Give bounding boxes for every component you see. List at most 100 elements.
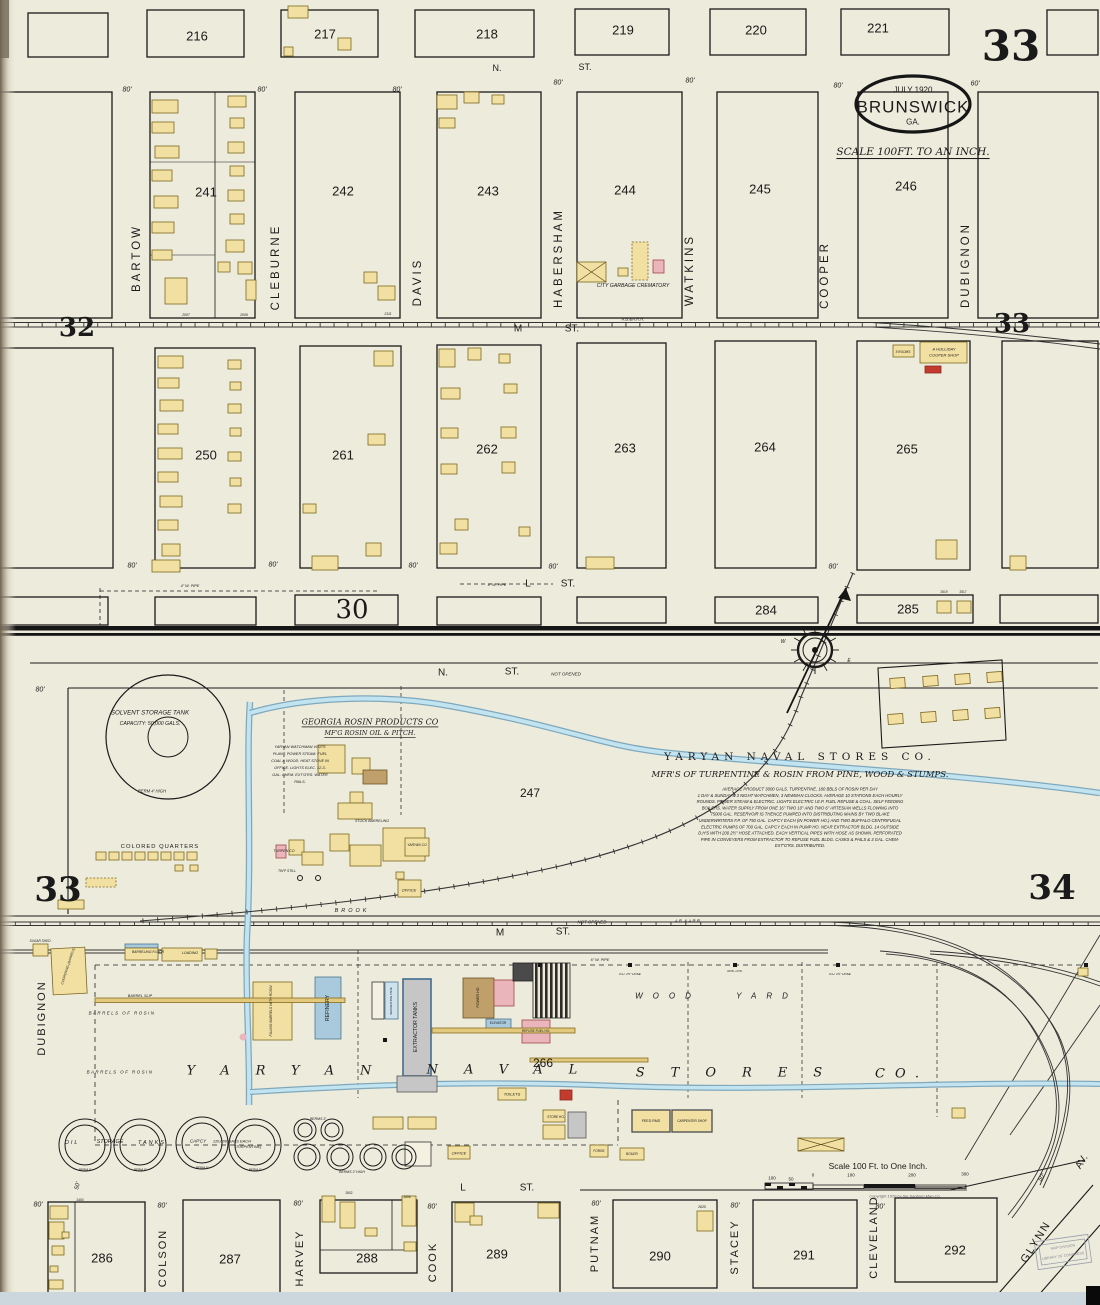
building xyxy=(696,1210,714,1232)
copyright: Copyright 1920 by the Sanborn Map Co. xyxy=(869,1194,941,1199)
map-label: NOT OPENED xyxy=(577,920,607,925)
tank-circle xyxy=(320,1118,344,1142)
city-block xyxy=(0,347,114,569)
map-label: ROUNDS. POWER STEAM & ELECTRIC. LIGHTS E… xyxy=(697,799,905,804)
map-label: 80' xyxy=(293,1201,303,1208)
building xyxy=(48,1279,64,1290)
compass-needle-arrow xyxy=(838,588,851,601)
building xyxy=(407,1116,437,1130)
map-label: BARRELS OF ROSIN xyxy=(89,1011,156,1016)
map-label: (TURPENTINE) xyxy=(235,1145,263,1149)
building-brace xyxy=(797,1137,845,1152)
map-line xyxy=(949,1159,1086,1191)
map-label: L xyxy=(460,1183,466,1194)
block-284: 284 xyxy=(755,603,777,618)
map-line xyxy=(992,1184,1094,1301)
poi-holliday: A HOLLIDAY xyxy=(931,347,955,352)
tank-circle xyxy=(175,1116,229,1170)
map-label: CARPENTER SHOP xyxy=(677,1119,707,1123)
map-label: STORAGE xyxy=(97,1139,124,1145)
rail-curve xyxy=(871,322,1100,345)
map-label: 80' xyxy=(122,87,132,94)
building xyxy=(61,1231,70,1239)
map-label: MF'G ROSIN OIL & PITCH. xyxy=(323,729,415,737)
city-block xyxy=(752,1199,858,1289)
building xyxy=(619,1147,645,1161)
building xyxy=(229,427,242,437)
solvent-tank-inner xyxy=(147,716,189,758)
building xyxy=(229,381,242,391)
map-label: BOILERS. WATER SUPPLY FROM ONE 16" TWO 1… xyxy=(702,805,899,810)
map-label: BARRELS OF ROSIN xyxy=(87,1070,154,1075)
creek xyxy=(244,701,252,1106)
building xyxy=(935,539,958,560)
building xyxy=(159,495,183,508)
map-label: 2606 xyxy=(403,1195,410,1199)
building xyxy=(329,833,350,852)
tank-circle xyxy=(324,1122,340,1138)
building xyxy=(518,526,531,537)
street-davis: DAVIS xyxy=(412,258,424,307)
city-block xyxy=(977,91,1099,319)
building xyxy=(48,1221,65,1240)
building xyxy=(225,239,245,253)
building xyxy=(503,383,518,394)
tank-circle xyxy=(113,1118,167,1172)
sheet-number: 33 xyxy=(982,22,1040,71)
city-block xyxy=(0,596,109,626)
building xyxy=(512,962,535,982)
building xyxy=(229,213,245,225)
building xyxy=(887,713,904,725)
map-mark xyxy=(915,1186,966,1188)
building xyxy=(275,844,287,859)
map-label: 4" W. PIPE xyxy=(181,584,200,588)
tank-circle xyxy=(326,1143,354,1171)
building xyxy=(237,261,253,275)
building xyxy=(227,95,247,108)
map-mark xyxy=(765,1183,771,1186)
map-mark xyxy=(628,963,632,967)
map-label: 50 xyxy=(788,1177,794,1182)
building xyxy=(438,348,456,368)
block-289: 289 xyxy=(486,1247,508,1262)
building xyxy=(362,769,388,785)
map-label: ST. xyxy=(578,62,591,72)
map-label: ST. xyxy=(505,667,519,678)
map-label: TURPEN CO xyxy=(273,849,294,853)
map-label: ELEVATOR xyxy=(490,1021,507,1025)
city-block xyxy=(714,340,817,569)
compass-ring xyxy=(796,631,834,669)
map-label: ST. xyxy=(565,324,579,335)
building xyxy=(349,844,382,867)
building xyxy=(157,355,184,369)
building xyxy=(173,851,185,861)
city-block xyxy=(436,344,542,569)
map-mark xyxy=(0,626,1100,631)
building xyxy=(529,1057,649,1063)
map-label: 1 DAY & SUNDAY & 3 NIGHT WATCHMEN, 3 NEW… xyxy=(698,793,904,798)
street-cleburne: CLEBURNE xyxy=(270,224,282,311)
map-mark xyxy=(801,1186,807,1189)
map-label: ST. xyxy=(556,927,570,938)
tank-circle xyxy=(391,1144,417,1170)
map-label: FEED RMS xyxy=(642,1119,661,1123)
scale-bar-title: Scale 100 Ft. to One Inch. xyxy=(829,1161,928,1171)
map-label: BERM 5' xyxy=(79,1168,92,1172)
map-label: 80' xyxy=(685,78,695,85)
building xyxy=(157,471,179,483)
building xyxy=(157,423,179,435)
poi-colored-quarters: COLORED QUARTERS xyxy=(121,844,199,850)
city-block xyxy=(840,8,950,56)
building xyxy=(671,1109,713,1133)
building xyxy=(252,981,293,1041)
map-mark xyxy=(789,1183,795,1186)
map-label: SUGAR SHED xyxy=(29,939,51,943)
building xyxy=(147,851,159,861)
building xyxy=(956,600,972,614)
building xyxy=(542,1124,566,1140)
map-label: BERM 5' xyxy=(134,1168,147,1172)
building xyxy=(151,249,173,261)
building xyxy=(454,518,469,531)
city-block xyxy=(612,1199,718,1289)
